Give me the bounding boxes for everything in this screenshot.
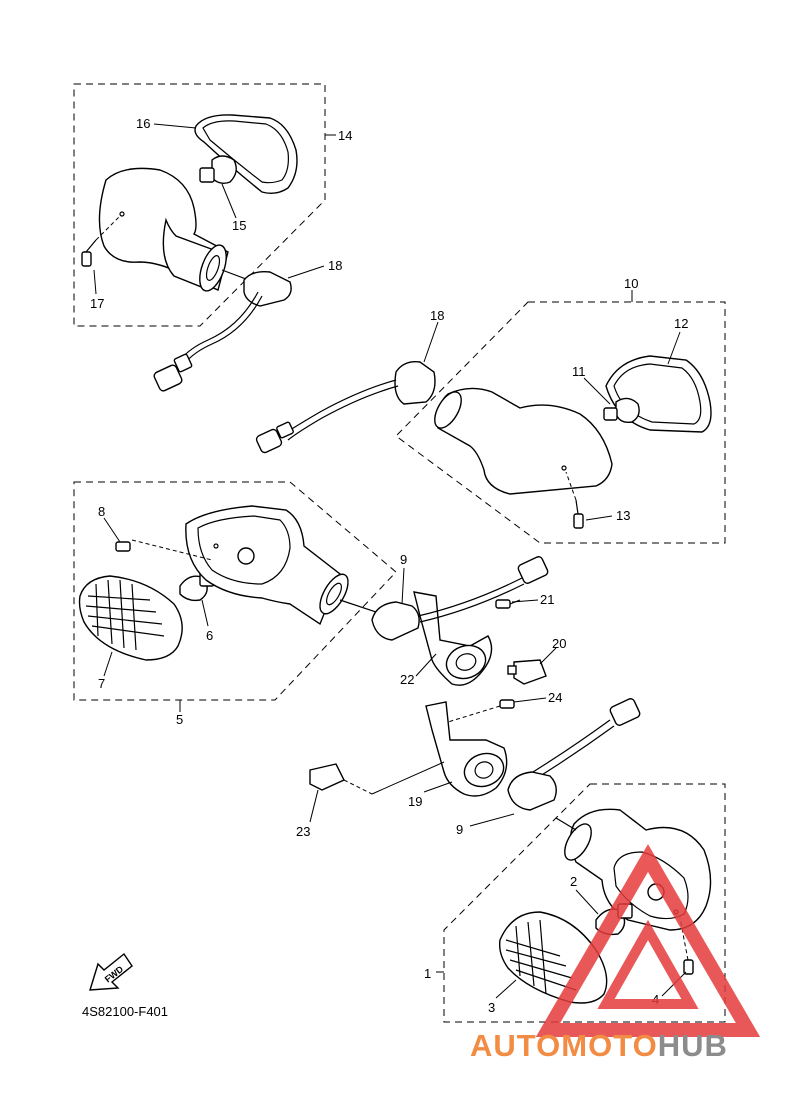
logo-triangle-icon bbox=[535, 844, 761, 1037]
diagram-code: 4S82100-F401 bbox=[82, 1004, 168, 1019]
callout-2: 2 bbox=[570, 874, 577, 889]
bracket-assembly-19 bbox=[309, 698, 641, 811]
callout-3: 3 bbox=[488, 1000, 495, 1015]
callout-20: 20 bbox=[552, 636, 566, 651]
callout-16: 16 bbox=[136, 116, 150, 131]
callout-14: 14 bbox=[338, 128, 352, 143]
bracket-assembly-22 bbox=[371, 556, 549, 686]
watermark-text-gray: HUB bbox=[658, 1028, 728, 1063]
callout-9-upper: 9 bbox=[400, 552, 407, 567]
callout-10: 10 bbox=[624, 276, 638, 291]
callout-22: 22 bbox=[400, 672, 414, 687]
callout-1: 1 bbox=[424, 966, 431, 981]
callout-17: 17 bbox=[90, 296, 104, 311]
assembly-10-rear-right-signal bbox=[255, 301, 726, 544]
callout-12: 12 bbox=[674, 316, 688, 331]
callout-24: 24 bbox=[548, 690, 562, 705]
callout-11: 11 bbox=[572, 364, 586, 379]
callout-5: 5 bbox=[176, 712, 183, 727]
watermark-text-orange: AUTOMOTO bbox=[470, 1028, 658, 1063]
watermark-logo bbox=[535, 844, 761, 1037]
assembly-14-rear-left-signal bbox=[73, 83, 326, 392]
callout-8: 8 bbox=[98, 504, 105, 519]
callout-18-top: 18 bbox=[328, 258, 342, 273]
callout-15: 15 bbox=[232, 218, 246, 233]
assembly-5-front-left-signal bbox=[73, 481, 401, 701]
callout-18-mid: 18 bbox=[430, 308, 444, 323]
callout-19: 19 bbox=[408, 794, 422, 809]
watermark-text: AUTOMOTOHUB bbox=[470, 1028, 728, 1063]
leader-lines bbox=[93, 123, 687, 999]
callout-21: 21 bbox=[540, 592, 554, 607]
fwd-arrow: FWD bbox=[89, 952, 133, 991]
lens-grid-pattern-2 bbox=[505, 919, 577, 995]
callout-13: 13 bbox=[616, 508, 630, 523]
callout-numbers: 16 14 15 17 18 10 18 12 11 13 8 9 21 6 2… bbox=[90, 116, 688, 1015]
callout-9-lower: 9 bbox=[456, 822, 463, 837]
callout-6: 6 bbox=[206, 628, 213, 643]
lens-grid-pattern bbox=[85, 579, 165, 651]
callout-7: 7 bbox=[98, 676, 105, 691]
callout-23: 23 bbox=[296, 824, 310, 839]
